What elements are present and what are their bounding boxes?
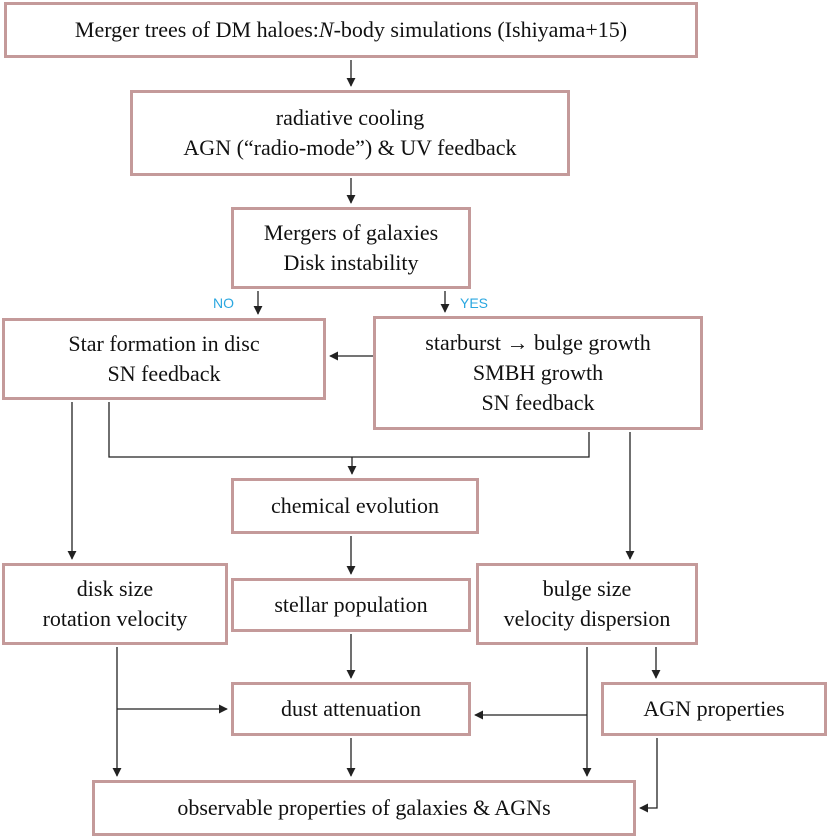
mergers-line-2: Disk instability xyxy=(283,250,419,275)
starburst-line-2: SMBH growth xyxy=(472,360,604,385)
disk-size-line-1: disk size xyxy=(76,576,154,601)
disk-size-line-2: rotation velocity xyxy=(42,606,188,631)
branch-label-yes: YES xyxy=(460,295,489,311)
bulge-size-line-2: velocity dispersion xyxy=(503,606,671,631)
star-formation-line-1: Star formation in disc xyxy=(68,331,260,356)
node-dust-attenuation: dust attenuation xyxy=(231,682,471,736)
stellar-population-line-1: stellar population xyxy=(274,592,428,617)
merger-trees-text-a: Merger trees of DM haloes: xyxy=(74,17,319,42)
starburst-line-1: starburst → bulge growth xyxy=(425,330,651,355)
bulge-size-line-1: bulge size xyxy=(542,576,632,601)
node-observable-properties: observable properties of galaxies & AGNs xyxy=(92,780,636,836)
mergers-line-1: Mergers of galaxies xyxy=(263,220,439,245)
branch-label-no: NO xyxy=(213,295,234,311)
arrow-agn-properties-to-observable xyxy=(639,738,658,813)
node-stellar-population: stellar population xyxy=(231,578,471,632)
node-star-formation: Star formation in disc SN feedback xyxy=(2,318,326,400)
starburst-line-3: SN feedback xyxy=(481,390,595,415)
node-chemical: chemical evolution xyxy=(231,478,479,534)
dust-attenuation-line-1: dust attenuation xyxy=(281,696,421,721)
merger-trees-text-b: -body simulations (Ishiyama+15) xyxy=(333,17,628,42)
star-formation-line-2: SN feedback xyxy=(107,361,221,386)
chemical-line-1: chemical evolution xyxy=(271,493,439,518)
agn-properties-line-1: AGN properties xyxy=(643,696,785,721)
node-agn-properties: AGN properties xyxy=(601,682,827,736)
node-merger-trees: Merger trees of DM haloes:N-body simulat… xyxy=(4,2,698,58)
node-cooling: radiative cooling AGN (“radio-mode”) & U… xyxy=(130,90,570,176)
cooling-line-1: radiative cooling xyxy=(275,105,425,130)
node-bulge-size: bulge size velocity dispersion xyxy=(476,563,698,645)
node-disk-size: disk size rotation velocity xyxy=(2,563,228,645)
node-mergers: Mergers of galaxies Disk instability xyxy=(231,207,471,289)
cooling-line-2: AGN (“radio-mode”) & UV feedback xyxy=(183,135,517,160)
observable-properties-line-1: observable properties of galaxies & AGNs xyxy=(177,795,551,820)
node-starburst: starburst → bulge growth SMBH growth SN … xyxy=(373,316,703,430)
line-merge-to-chemical xyxy=(108,402,590,458)
merger-trees-text-n: N xyxy=(318,17,334,42)
